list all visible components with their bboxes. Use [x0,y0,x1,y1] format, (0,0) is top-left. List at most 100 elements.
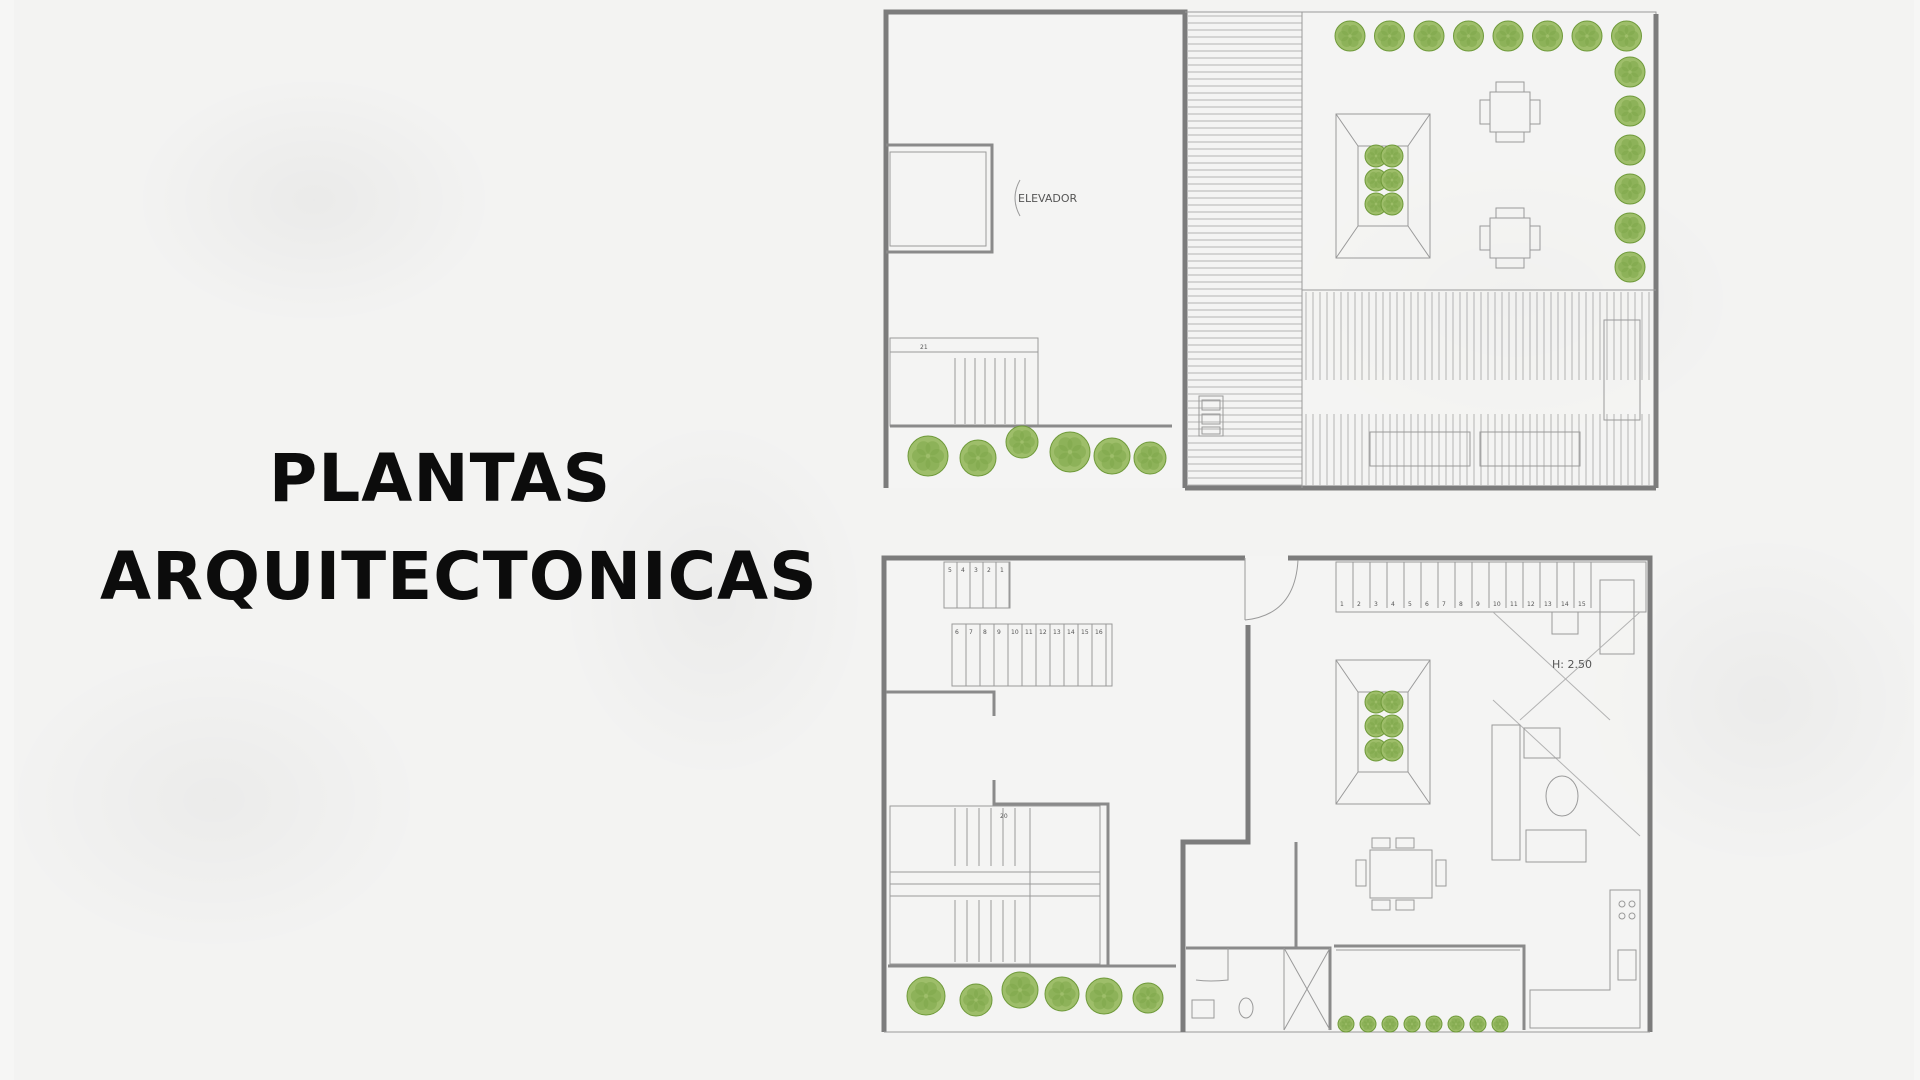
plant-icon [1093,437,1131,475]
stair-number: 9 [1476,601,1480,608]
upper-floor-plan: ELEVADOR 21 [883,9,1659,491]
plant-icon [1469,1015,1487,1033]
plant-icon [1571,20,1603,52]
chair [1435,859,1447,887]
stair-number: 8 [983,629,987,636]
kitchen-counter [1529,889,1641,1029]
entry-door [1244,558,1299,621]
stair-number: 11 [1510,601,1518,608]
stair-number: 2 [987,567,991,574]
stair-number: 7 [1442,601,1446,608]
stair-number: 10 [1011,629,1019,636]
stair-number: 1 [1340,601,1344,608]
lounge-bench [1479,431,1581,467]
plant-icon [1380,144,1404,168]
stool [1551,611,1579,635]
plant-icon [1425,1015,1443,1033]
height-label: H: 2.50 [1552,658,1592,671]
plant-icon [1492,20,1524,52]
stair-number: 3 [974,567,978,574]
plant-icon [1049,431,1091,473]
stair-number: 2 [1357,601,1361,608]
plant-icon [1334,20,1366,52]
plant-icon [1380,168,1404,192]
plant-icon [1611,20,1642,52]
plant-icon [1614,212,1646,244]
stair-number: 15 [1081,629,1089,636]
stair-number: 1 [1000,567,1004,574]
planter-lower-bottom [1337,1015,1509,1033]
plant-icon [1380,738,1404,762]
plant-icon [959,439,997,477]
plant-icon [1614,134,1646,166]
plant-icon [1491,1015,1509,1033]
stair-number: 12 [1039,629,1047,636]
stair-number: 14 [1067,629,1075,636]
upper-stair-number: 21 [920,344,928,351]
chair [1371,899,1391,911]
title-line-1: PLANTAS [268,440,612,517]
plant-icon [1337,1015,1355,1033]
terrace-plant-border [1334,20,1646,283]
stair-number: 4 [961,567,965,574]
table-with-chairs [1479,81,1541,143]
stair-number: 9 [997,629,1001,636]
planter-upper-left [907,425,1167,477]
stair-number: 15 [1578,601,1586,608]
stair-number: 8 [1459,601,1463,608]
plant-icon [1532,20,1563,52]
deck-area-lower [1302,289,1656,486]
chair [1395,899,1415,911]
plant-icon [1614,95,1646,127]
dining-table [1355,837,1447,911]
upper-stair: 21 [889,337,1039,427]
stair-number: 14 [1561,601,1569,608]
plant-icon [1044,976,1080,1012]
chair [1395,837,1415,849]
terrace-tables [1479,81,1541,269]
stair-number: 16 [1095,629,1103,636]
chair [1371,837,1391,849]
plant-icon [1403,1015,1421,1033]
plant-icon [1380,690,1404,714]
plant-icon [1132,982,1164,1014]
plant-icon [907,435,949,477]
slide-title: PLANTAS ARQUITECTONICAS [100,430,818,626]
stair-number: 11 [1025,629,1033,636]
chair [1355,859,1367,887]
grill-icon [1198,395,1224,437]
plant-icon [1614,173,1646,205]
side-bench [1603,319,1641,421]
plant-icon [1364,714,1388,738]
plant-icon [1447,1015,1465,1033]
plant-icon [1085,977,1123,1015]
plant-icon [1133,441,1167,475]
deck-slats [1188,12,1303,488]
stair-number: 5 [1408,601,1412,608]
plant-icon [1381,1015,1399,1033]
elevator-shaft: ELEVADOR [886,143,1078,254]
plant-icon [1374,20,1405,52]
stair-number: 4 [1391,601,1395,608]
stair-number: 10 [1493,601,1501,608]
plant-icon [1380,714,1404,738]
planter-lower-left [906,971,1164,1017]
stair-number: 7 [969,629,973,636]
plant-icon [1380,192,1404,216]
stair-number: 3 [1374,601,1378,608]
stair-number: 13 [1544,601,1552,608]
plant-icon [1453,20,1484,52]
plant-icon [1614,56,1646,88]
plant-icon [959,983,993,1017]
plant-icon [1413,20,1445,52]
elevator-label: ELEVADOR [1018,192,1078,205]
stair-landing: 20 [889,805,1101,965]
terrace-planter [1335,113,1431,259]
title-line-2: ARQUITECTONICAS [100,538,818,615]
stair-number: 13 [1053,629,1061,636]
landing-stair-number: 20 [1000,813,1008,820]
bathroom [1186,946,1332,1031]
